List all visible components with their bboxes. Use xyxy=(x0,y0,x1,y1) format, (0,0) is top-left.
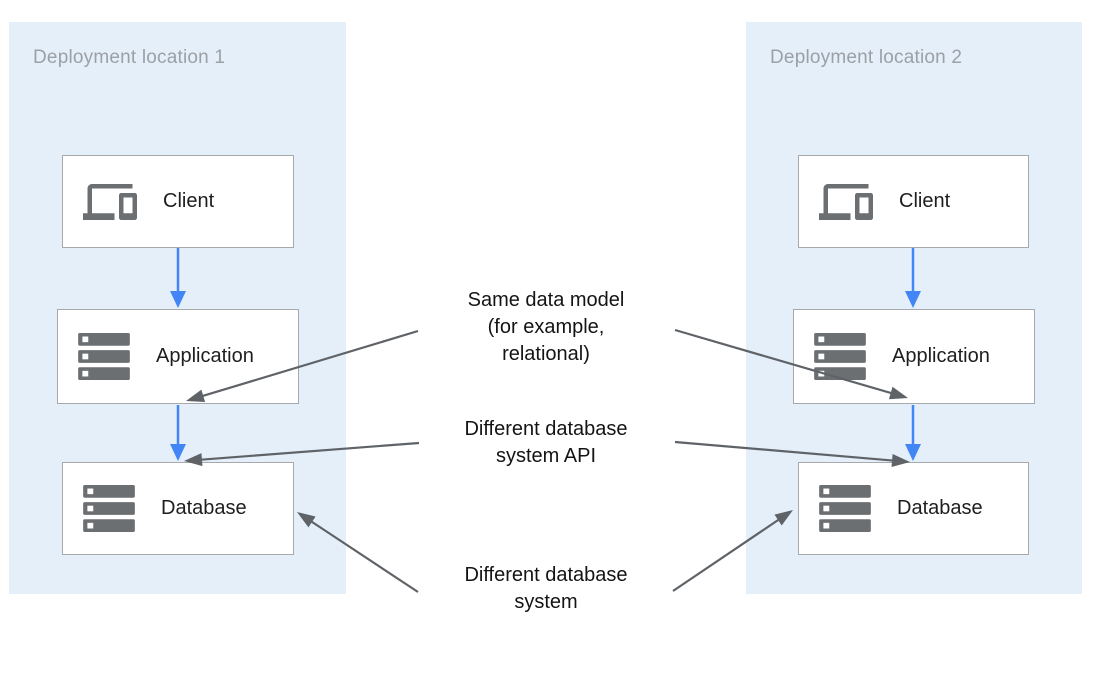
annotation-line: Different database xyxy=(464,564,628,586)
devices-icon xyxy=(83,183,137,220)
node-label: Application xyxy=(156,345,254,367)
server-stack-icon xyxy=(814,333,866,380)
node-label: Database xyxy=(897,497,983,519)
annotation-line: system xyxy=(514,591,578,613)
node-application-1: Application xyxy=(57,309,299,404)
node-label: Application xyxy=(892,345,990,367)
server-stack-icon xyxy=(83,485,135,532)
annotation-line: (for example, xyxy=(487,316,605,338)
node-client-2: Client xyxy=(798,155,1029,248)
annotation-same-data-model: Same data model (for example, relational… xyxy=(396,287,696,368)
annotation-line: relational) xyxy=(502,343,590,365)
server-stack-icon xyxy=(78,333,130,380)
panel-title-2: Deployment location 2 xyxy=(770,47,963,68)
server-stack-icon xyxy=(819,485,871,532)
panel-title-1: Deployment location 1 xyxy=(33,47,226,68)
node-database-2: Database xyxy=(798,462,1029,555)
node-database-1: Database xyxy=(62,462,294,555)
annotation-line: Different database xyxy=(464,418,628,440)
annotation-different-db-api: Different database system API xyxy=(396,416,696,470)
annotation-different-db-system: Different database system xyxy=(396,562,696,616)
node-label: Client xyxy=(163,190,215,212)
devices-icon xyxy=(819,183,873,220)
node-label: Database xyxy=(161,497,247,519)
node-client-1: Client xyxy=(62,155,294,248)
annotation-line: Same data model xyxy=(467,289,625,311)
annotation-line: system API xyxy=(495,445,597,467)
node-label: Client xyxy=(899,190,951,212)
node-application-2: Application xyxy=(793,309,1035,404)
